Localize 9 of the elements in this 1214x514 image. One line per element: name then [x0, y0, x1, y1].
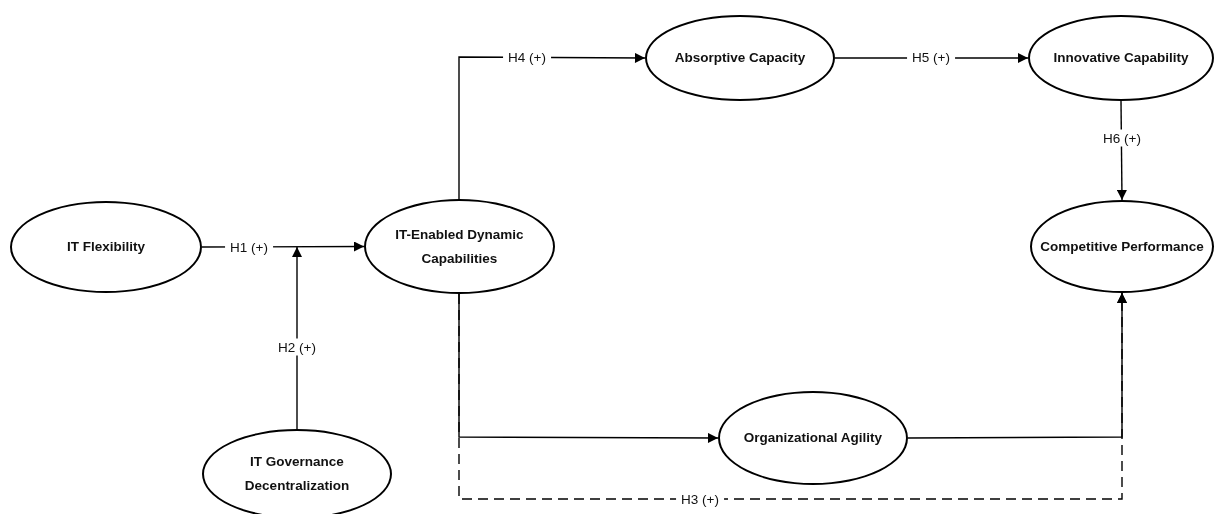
construct-name: IT Governance Decentralization [243, 453, 351, 495]
arrow [292, 246, 302, 430]
construct-name: Organizational Agility [742, 429, 884, 448]
construct-name: Competitive Performance [1039, 237, 1205, 256]
dashed-arrow [458, 292, 1127, 500]
construct-name: Innovative Capability [1052, 49, 1190, 68]
construct-name: IT-Enabled Dynamic Capabilities [394, 225, 525, 268]
construct-name: Absorptive Capacity [673, 49, 807, 68]
construct-name: IT Flexibility [66, 238, 146, 257]
